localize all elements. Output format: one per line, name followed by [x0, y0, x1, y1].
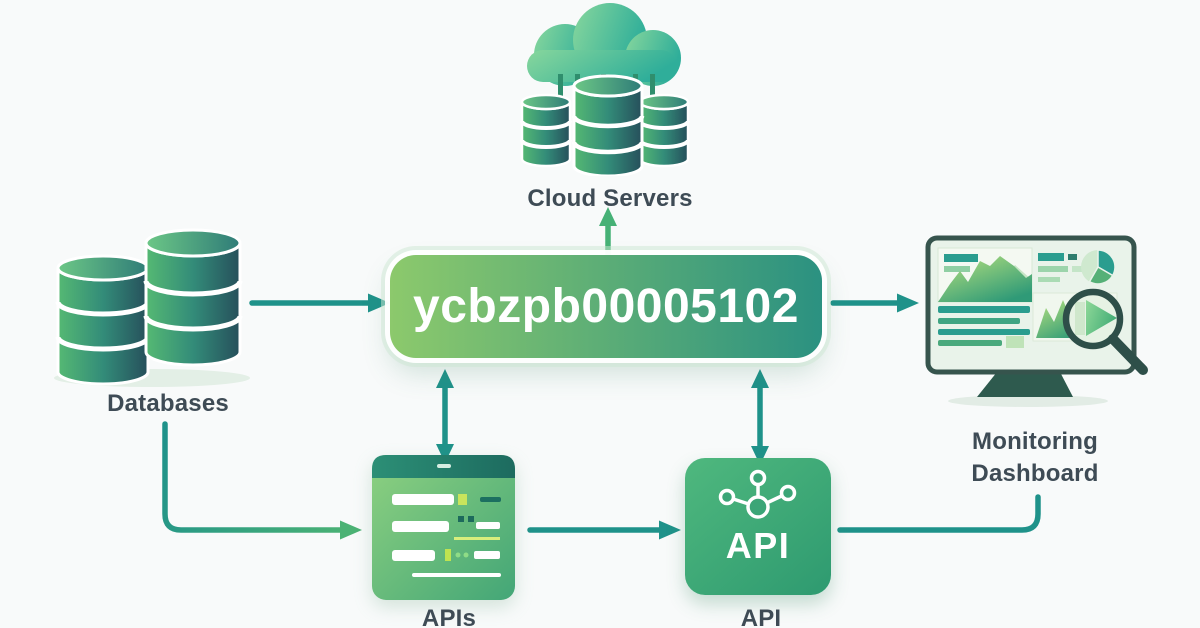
apis-window-icon	[372, 455, 515, 600]
double-arrow-box-apis	[436, 369, 454, 463]
api-badge-text: API	[725, 525, 791, 566]
dashboard-list-rows	[938, 306, 1030, 348]
magnifier-icon	[1062, 288, 1148, 375]
api-label: API	[740, 605, 782, 628]
cloud-shape	[527, 3, 681, 86]
database-stack-right	[143, 228, 243, 367]
monitor-shadow	[948, 395, 1108, 407]
apis-label: APIs	[421, 605, 477, 628]
databases-label: Databases	[107, 390, 229, 417]
monitoring-dashboard-label: Monitoring Dashboard	[935, 426, 1135, 490]
monitoring-dashboard-icon	[925, 235, 1148, 407]
code-rows	[392, 494, 501, 577]
arrow-apis-to-api	[527, 520, 681, 540]
window-title-dash	[437, 464, 451, 468]
network-nodes-icon	[718, 469, 797, 519]
dashboard-area-chart-panel	[937, 247, 1033, 303]
cloud-servers-icon	[520, 3, 690, 176]
monitoring-label-line2: Dashboard	[971, 460, 1099, 487]
monitoring-label-line1: Monitoring	[972, 428, 1098, 455]
monitor-stand	[977, 372, 1073, 397]
database-stack-left	[55, 254, 151, 386]
dashboard-bar-rows	[1038, 253, 1084, 282]
dashboard-pie-chart	[1081, 249, 1116, 285]
arrow-databases-to-box	[249, 293, 390, 313]
elbow-arrow-databases-to-apis	[162, 421, 362, 540]
databases-icon	[54, 228, 250, 387]
double-arrow-box-api	[751, 369, 769, 465]
cloud-servers-label: Cloud Servers	[527, 185, 693, 212]
device-id-text: ycbzpb00005102	[413, 280, 799, 333]
cloud-server-cylinders	[520, 74, 690, 176]
api-box: API	[685, 458, 831, 595]
elbow-line-api-to-monitor	[837, 494, 1041, 533]
device-id-box: ycbzpb00005102	[390, 255, 822, 358]
